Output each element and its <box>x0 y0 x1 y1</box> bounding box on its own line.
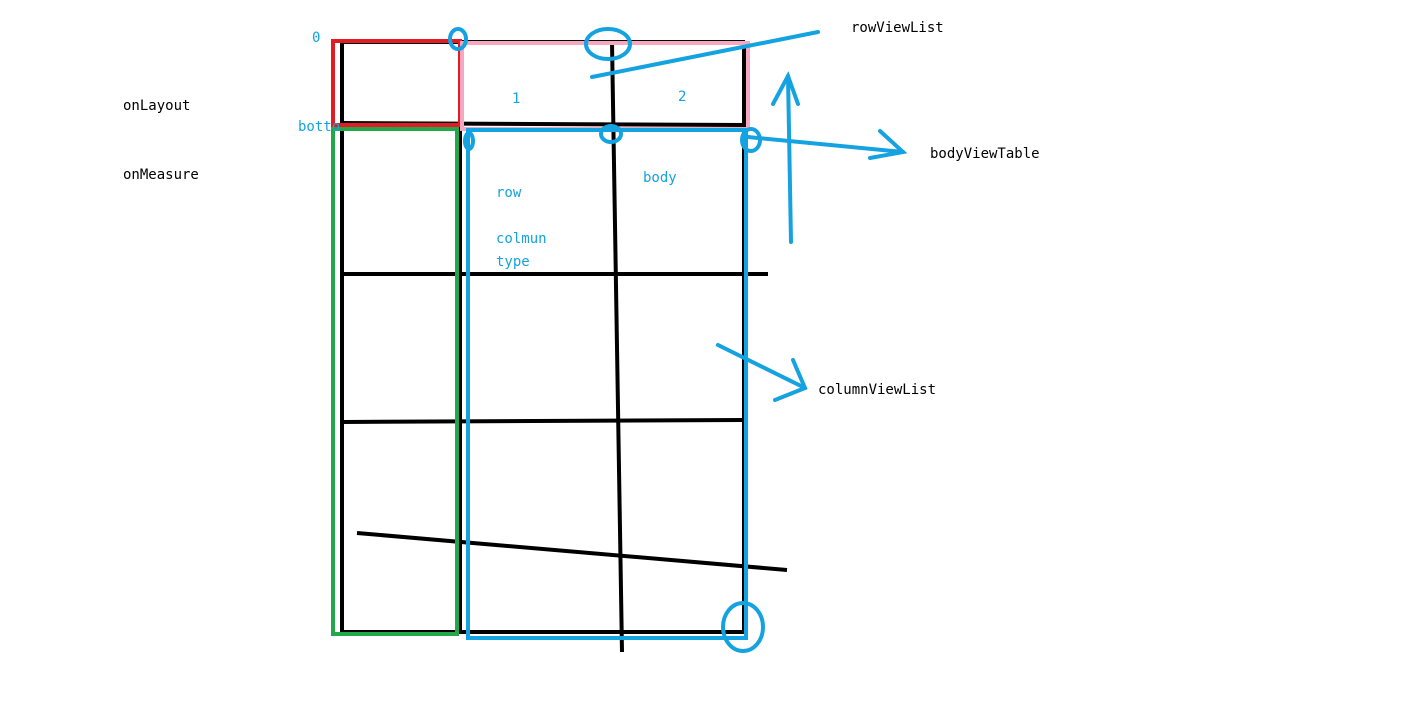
vertical-up-arrow-shaft <box>786 74 793 244</box>
row-view-list-label: rowViewList <box>851 20 944 36</box>
row-label: row <box>496 185 522 201</box>
on-measure-label: onMeasure <box>123 167 199 183</box>
row-view-list-pointer <box>590 30 820 79</box>
on-layout-label: onLayout <box>123 98 191 114</box>
body-view-table-label: bodyViewTable <box>930 146 1040 162</box>
botto-label: botto <box>298 119 341 135</box>
body-blue-box <box>466 128 748 640</box>
blue-annotations <box>448 27 908 653</box>
vertical-up-arrow-head <box>771 71 800 106</box>
index-zero-label: 0 <box>312 30 321 46</box>
body-view-table-arrow-shaft <box>746 135 905 154</box>
divider-junction-circle <box>599 124 623 144</box>
corner-point-circle <box>448 27 468 51</box>
column-header-green-box <box>331 127 459 636</box>
column-view-list-arrow-shaft <box>716 343 807 390</box>
corner-cell-red-box <box>331 39 462 127</box>
bottom-right-circle <box>721 601 765 653</box>
top-divider-circle <box>584 27 632 61</box>
grid-row-divider-3 <box>341 418 743 424</box>
colmun-label: colmun <box>496 231 547 247</box>
column-view-list-label: columnViewList <box>818 382 937 398</box>
body-view-table-arrow-head <box>868 129 908 160</box>
index-two-label: 2 <box>678 89 687 105</box>
body-label: body <box>643 170 677 186</box>
grid-diagonal-line <box>356 531 788 572</box>
body-origin-marker <box>463 131 475 151</box>
type-label: type <box>496 254 530 270</box>
column-view-list-arrow-head <box>773 358 808 402</box>
index-one-label: 1 <box>512 91 521 107</box>
